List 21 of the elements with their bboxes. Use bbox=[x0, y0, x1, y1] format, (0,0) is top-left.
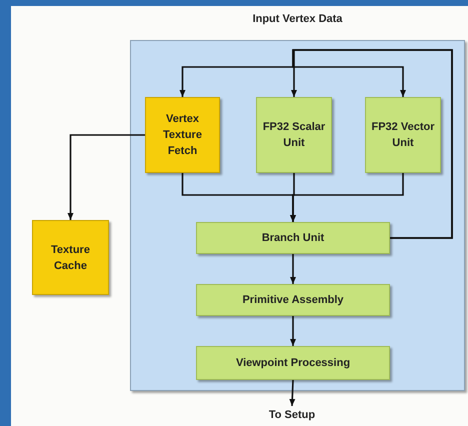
process-box bbox=[32, 220, 109, 295]
box-label: Branch Unit bbox=[260, 231, 326, 246]
process-box bbox=[196, 346, 390, 380]
arrow bbox=[290, 316, 296, 346]
box-label: FP32 Scalar Unit bbox=[262, 120, 326, 151]
box-label: Vertex Texture Fetch bbox=[162, 112, 203, 159]
arrow bbox=[68, 134, 145, 220]
terminal-label: To Setup bbox=[268, 408, 316, 423]
process-box bbox=[196, 284, 390, 316]
box-label: Primitive Assembly bbox=[241, 293, 345, 308]
process-box bbox=[256, 97, 332, 173]
arrow bbox=[290, 173, 404, 222]
panel-heading: Input Vertex Data bbox=[252, 12, 344, 27]
box-label: Texture Cache bbox=[50, 242, 91, 274]
arrow bbox=[289, 380, 296, 406]
arrow bbox=[290, 254, 296, 284]
box-label: Viewpoint Processing bbox=[234, 356, 352, 371]
box-label: FP32 Vector Unit bbox=[370, 120, 436, 151]
process-box bbox=[145, 97, 220, 173]
process-box bbox=[196, 222, 390, 254]
process-box bbox=[365, 97, 441, 173]
